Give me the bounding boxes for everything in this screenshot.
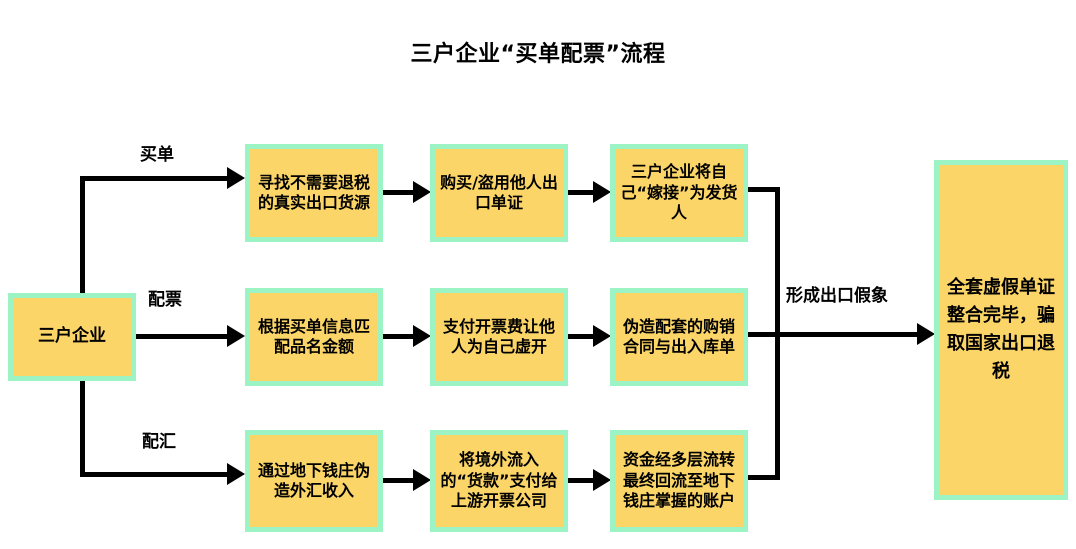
node-end[interactable]: 全套虚假单证整合完毕，骗取国家出口退税 bbox=[934, 160, 1068, 500]
connector-row1-start bbox=[80, 176, 228, 181]
node-row2-step3-label: 伪造配套的购销合同与出入库单 bbox=[622, 316, 735, 356]
connector-r3-c1-c2 bbox=[383, 478, 415, 483]
connector-row2-start bbox=[136, 334, 228, 339]
arrowhead-r2-c2-c3 bbox=[593, 325, 611, 347]
node-start[interactable]: 三户企业 bbox=[8, 293, 136, 381]
node-row3-step1-label: 通过地下钱庄伪造外汇收入 bbox=[257, 460, 370, 500]
arrowhead-bus-to-end bbox=[917, 323, 935, 345]
node-end-label: 全套虚假单证整合完毕，骗取国家出口退税 bbox=[947, 277, 1055, 382]
edge-label-row1: 买单 bbox=[140, 145, 174, 165]
node-row1-step1-label: 寻找不需要退税的真实出口货源 bbox=[257, 172, 370, 212]
connector-r1-c2-c3 bbox=[568, 190, 596, 195]
connector-start-down bbox=[80, 378, 85, 474]
arrowhead-row2-start bbox=[227, 325, 245, 347]
node-row1-step1[interactable]: 寻找不需要退税的真实出口货源 bbox=[245, 144, 383, 242]
node-row2-step2-label: 支付开票费让他人为自己虚开 bbox=[442, 316, 555, 356]
arrowhead-row3-start bbox=[227, 463, 245, 485]
arrowhead-r3-c2-c3 bbox=[593, 469, 611, 491]
arrowhead-r1-c2-c3 bbox=[593, 181, 611, 203]
connector-r2-c2-c3 bbox=[568, 334, 596, 339]
connector-start-up bbox=[80, 176, 85, 296]
node-row2-step2[interactable]: 支付开票费让他人为自己虚开 bbox=[430, 288, 568, 386]
node-row1-step3[interactable]: 三户企业将自己“嫁接”为发货人 bbox=[610, 144, 748, 242]
connector-row3-start bbox=[80, 472, 228, 477]
node-row3-step1[interactable]: 通过地下钱庄伪造外汇收入 bbox=[245, 430, 383, 532]
node-row3-step3-label: 资金经多层流转最终回流至地下钱庄掌握的账户 bbox=[622, 450, 735, 511]
node-row2-step1[interactable]: 根据买单信息匹配品名金额 bbox=[245, 288, 383, 386]
node-row3-step2[interactable]: 将境外流入的“货款”支付给上游开票公司 bbox=[430, 430, 568, 532]
connector-r2-to-bus bbox=[748, 332, 780, 337]
page-title: 三户企业“买单配票”流程 bbox=[410, 42, 666, 67]
node-start-label: 三户企业 bbox=[38, 326, 106, 347]
node-row1-step2[interactable]: 购买/盗用他人出口单证 bbox=[430, 144, 568, 242]
arrowhead-row1-start bbox=[227, 167, 245, 189]
connector-r2-c1-c2 bbox=[383, 334, 415, 339]
arrowhead-r3-c1-c2 bbox=[413, 469, 431, 491]
node-row3-step2-label: 将境外流入的“货款”支付给上游开票公司 bbox=[440, 450, 558, 511]
edge-label-row2: 配票 bbox=[148, 290, 182, 310]
connector-r3-to-bus bbox=[748, 475, 780, 480]
node-row1-step3-label: 三户企业将自己“嫁接”为发货人 bbox=[620, 162, 738, 223]
connector-r3-c2-c3 bbox=[568, 478, 596, 483]
edge-label-merge: 形成出口假象 bbox=[786, 286, 888, 306]
node-row2-step1-label: 根据买单信息匹配品名金额 bbox=[257, 316, 370, 356]
connector-r1-to-bus bbox=[748, 187, 780, 192]
arrowhead-r1-c1-c2 bbox=[413, 181, 431, 203]
connector-bus-to-end bbox=[775, 332, 921, 337]
arrowhead-r2-c1-c2 bbox=[413, 325, 431, 347]
node-row3-step3[interactable]: 资金经多层流转最终回流至地下钱庄掌握的账户 bbox=[610, 430, 748, 532]
node-row1-step2-label: 购买/盗用他人出口单证 bbox=[440, 172, 558, 212]
edge-label-row3: 配汇 bbox=[142, 432, 176, 452]
node-row2-step3[interactable]: 伪造配套的购销合同与出入库单 bbox=[610, 288, 748, 386]
connector-r1-c1-c2 bbox=[383, 190, 415, 195]
